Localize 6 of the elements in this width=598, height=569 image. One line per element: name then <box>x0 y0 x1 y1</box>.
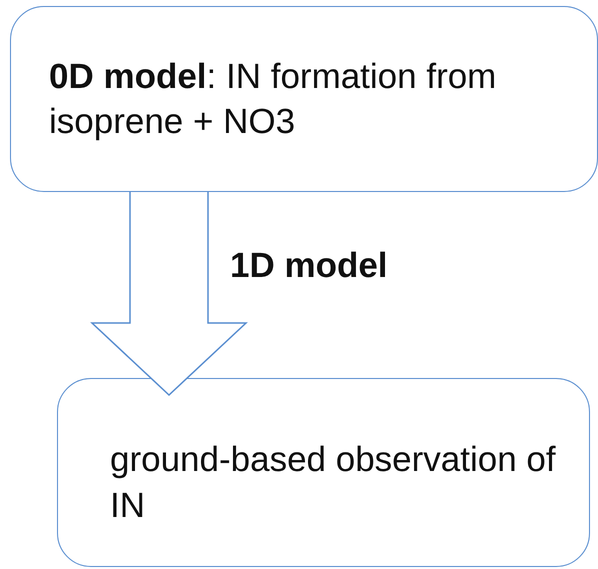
box-text: 0D model: IN formation from isoprene + NO3 <box>49 56 498 143</box>
rounded-box <box>10 6 598 192</box>
rounded-box <box>57 378 590 567</box>
edge-label: 1D model <box>230 246 388 286</box>
box-text: ground-based observation of IN <box>110 439 557 526</box>
block-arrow <box>90 191 248 396</box>
